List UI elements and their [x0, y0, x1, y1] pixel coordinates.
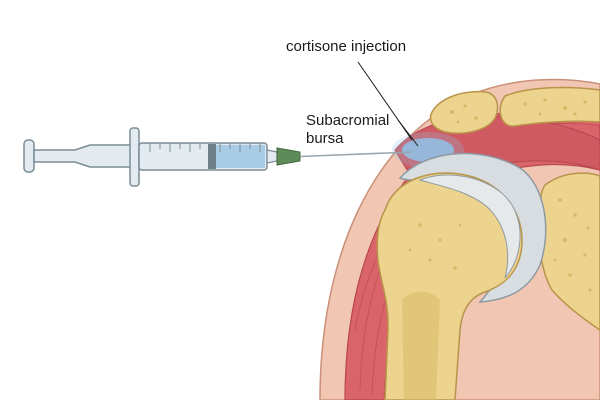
bursa-label-line2: bursa [306, 130, 344, 147]
humeral-head-cartilage [418, 174, 521, 279]
needle [299, 151, 413, 158]
finger-flange [129, 127, 140, 187]
syringe-fluid [215, 145, 265, 168]
needle-hub [276, 147, 301, 166]
bursa-leader-line [397, 119, 419, 147]
scapula-texture [553, 198, 592, 292]
bursa-label-line1: Subacromial [306, 112, 389, 129]
syringe-tip [266, 149, 278, 164]
acromion-bone [429, 90, 499, 134]
plunger-stopper [208, 144, 216, 169]
plunger-rod [33, 144, 136, 168]
plunger-thumb-rest [23, 139, 35, 173]
syringe [23, 127, 413, 187]
clavicle-bone [499, 86, 600, 127]
injection-label: cortisone injection [286, 38, 406, 55]
syringe-graduations [149, 143, 261, 152]
humerus-marrow [402, 291, 440, 400]
acromion-texture [450, 98, 587, 124]
humerus-texture [408, 223, 462, 270]
